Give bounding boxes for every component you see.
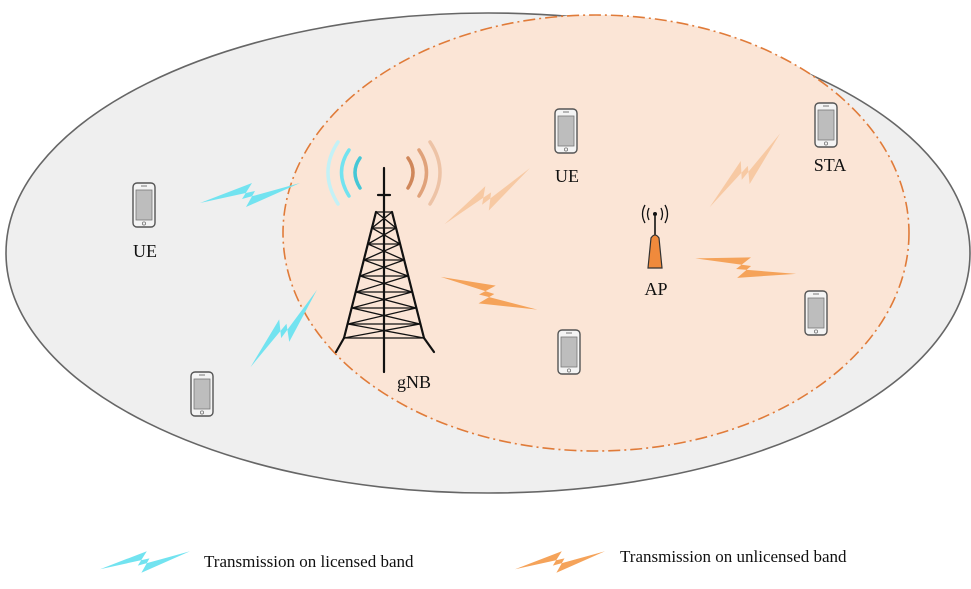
smartphone-icon bbox=[557, 329, 581, 375]
smartphone-icon bbox=[804, 290, 828, 336]
legend-unlicensed-label: Transmission on unlicensed band bbox=[620, 547, 847, 566]
sta-label: STA bbox=[814, 155, 847, 175]
cell-tower-icon bbox=[334, 166, 436, 374]
smartphone-icon bbox=[554, 108, 578, 154]
ue-label: UE bbox=[555, 166, 579, 186]
ue-label: UE bbox=[133, 241, 157, 261]
gnb-label: gNB bbox=[397, 372, 431, 392]
ap-label: AP bbox=[644, 279, 667, 299]
legend: Transmission on licensed band Transmissi… bbox=[100, 547, 847, 573]
licensed-signal-waves bbox=[326, 140, 362, 206]
smartphone-icon bbox=[132, 182, 156, 228]
smartphone-icon bbox=[814, 102, 838, 148]
wifi-access-point-icon bbox=[641, 204, 669, 269]
unlicensed-signal-waves bbox=[406, 140, 442, 206]
unlicensed-legend-icon bbox=[515, 551, 605, 573]
legend-licensed-label: Transmission on licensed band bbox=[204, 552, 414, 571]
licensed-legend-icon bbox=[100, 551, 190, 573]
smartphone-icon bbox=[190, 371, 214, 417]
unlicensed-coverage-area bbox=[282, 14, 910, 452]
